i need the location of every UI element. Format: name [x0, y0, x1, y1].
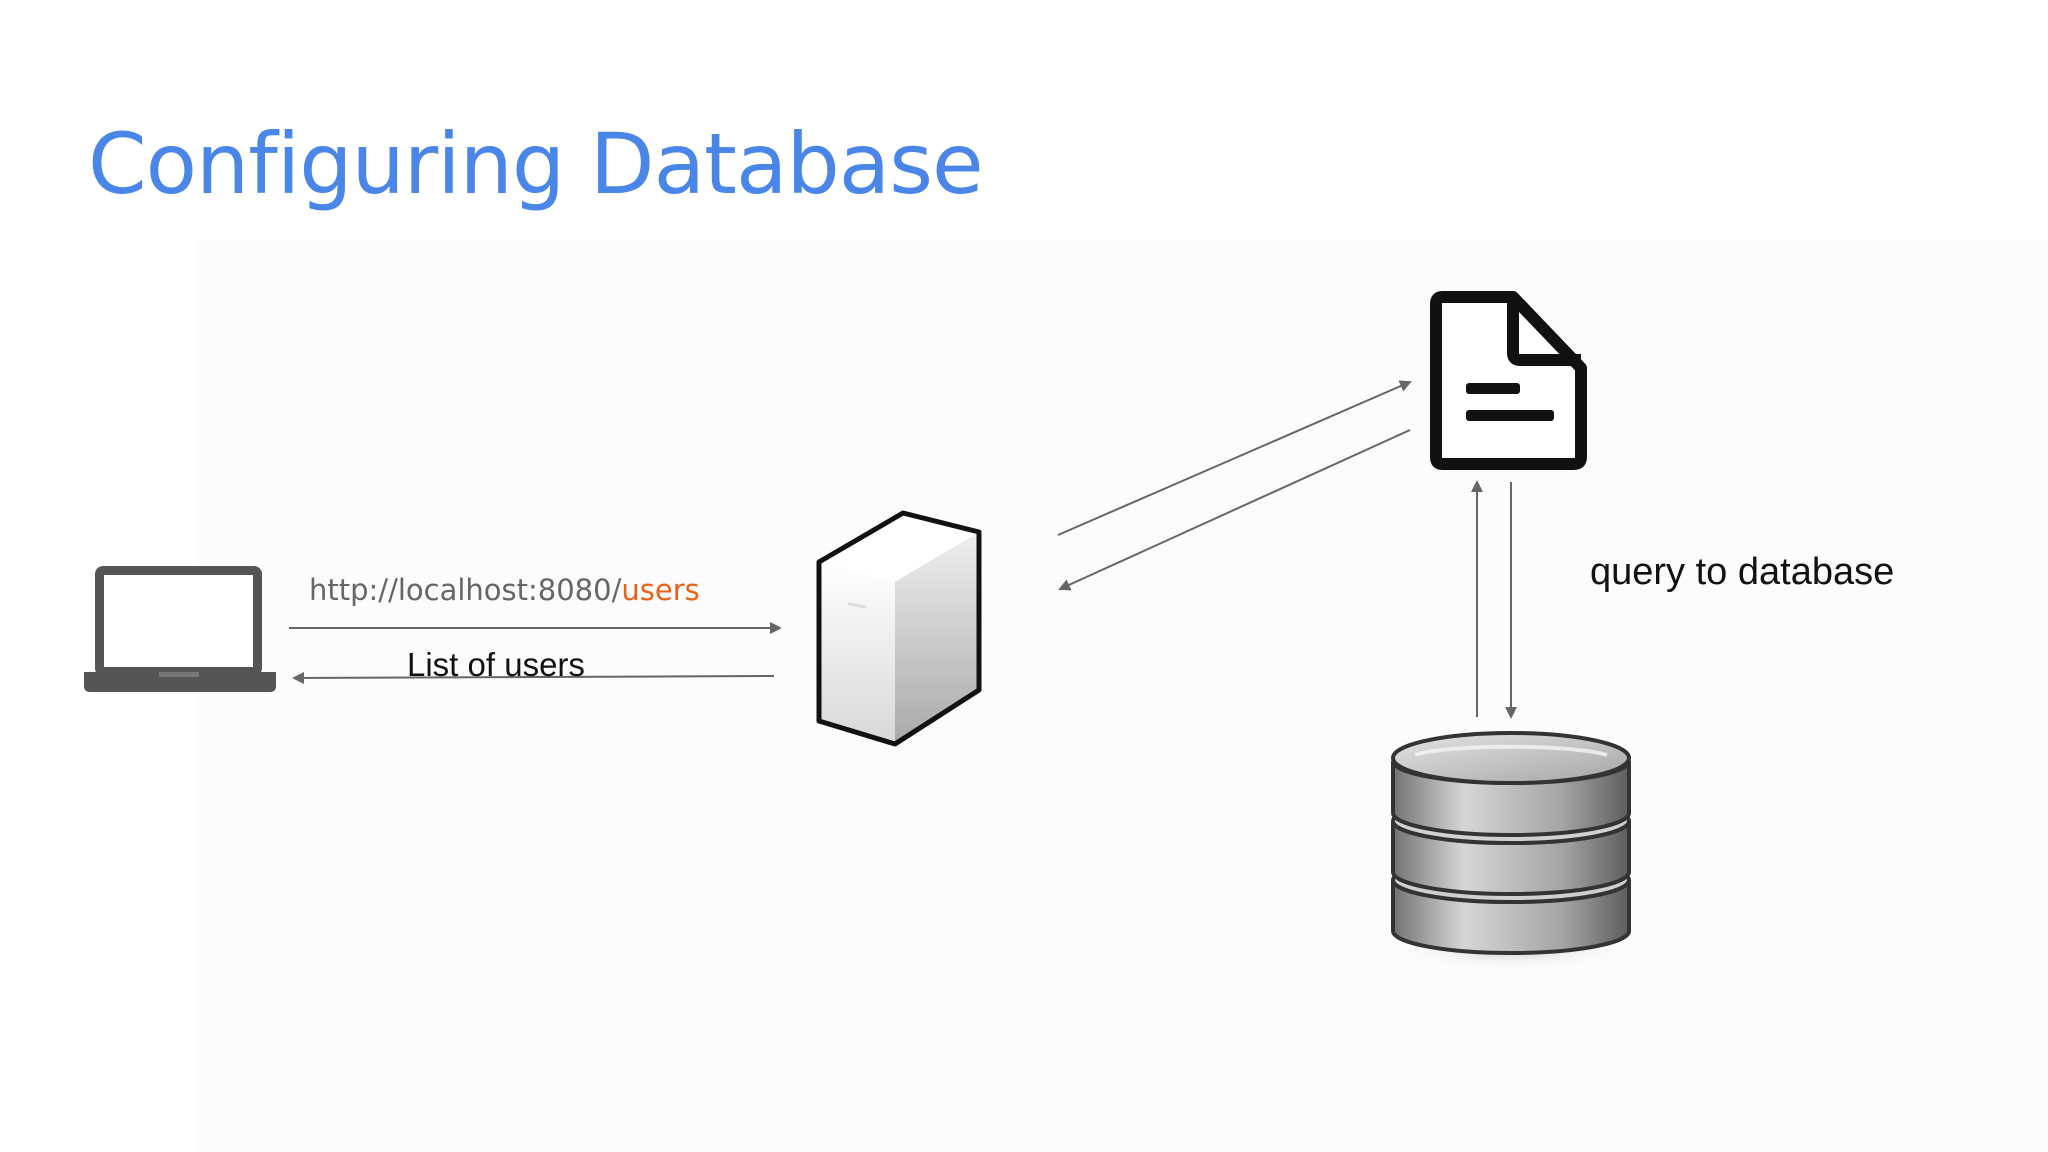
database-query-label: query to database: [1590, 551, 1895, 593]
laptop-icon: [84, 566, 276, 692]
response-label: List of users: [407, 646, 585, 683]
request-url-label: http://localhost:8080/users: [309, 576, 700, 605]
database-icon: [1384, 731, 1640, 971]
slide-title: Configuring Database: [88, 115, 984, 213]
server-to-file-arrow: [1057, 380, 1412, 536]
document-icon: [1430, 291, 1587, 470]
request-url-path: users: [621, 573, 700, 607]
file-to-server-arrow: [1058, 429, 1411, 591]
response-arrow: [292, 671, 775, 684]
server-icon: [816, 510, 982, 747]
diagram-background: [196, 240, 2048, 1152]
request-url-base: http://localhost:8080/: [309, 573, 622, 607]
